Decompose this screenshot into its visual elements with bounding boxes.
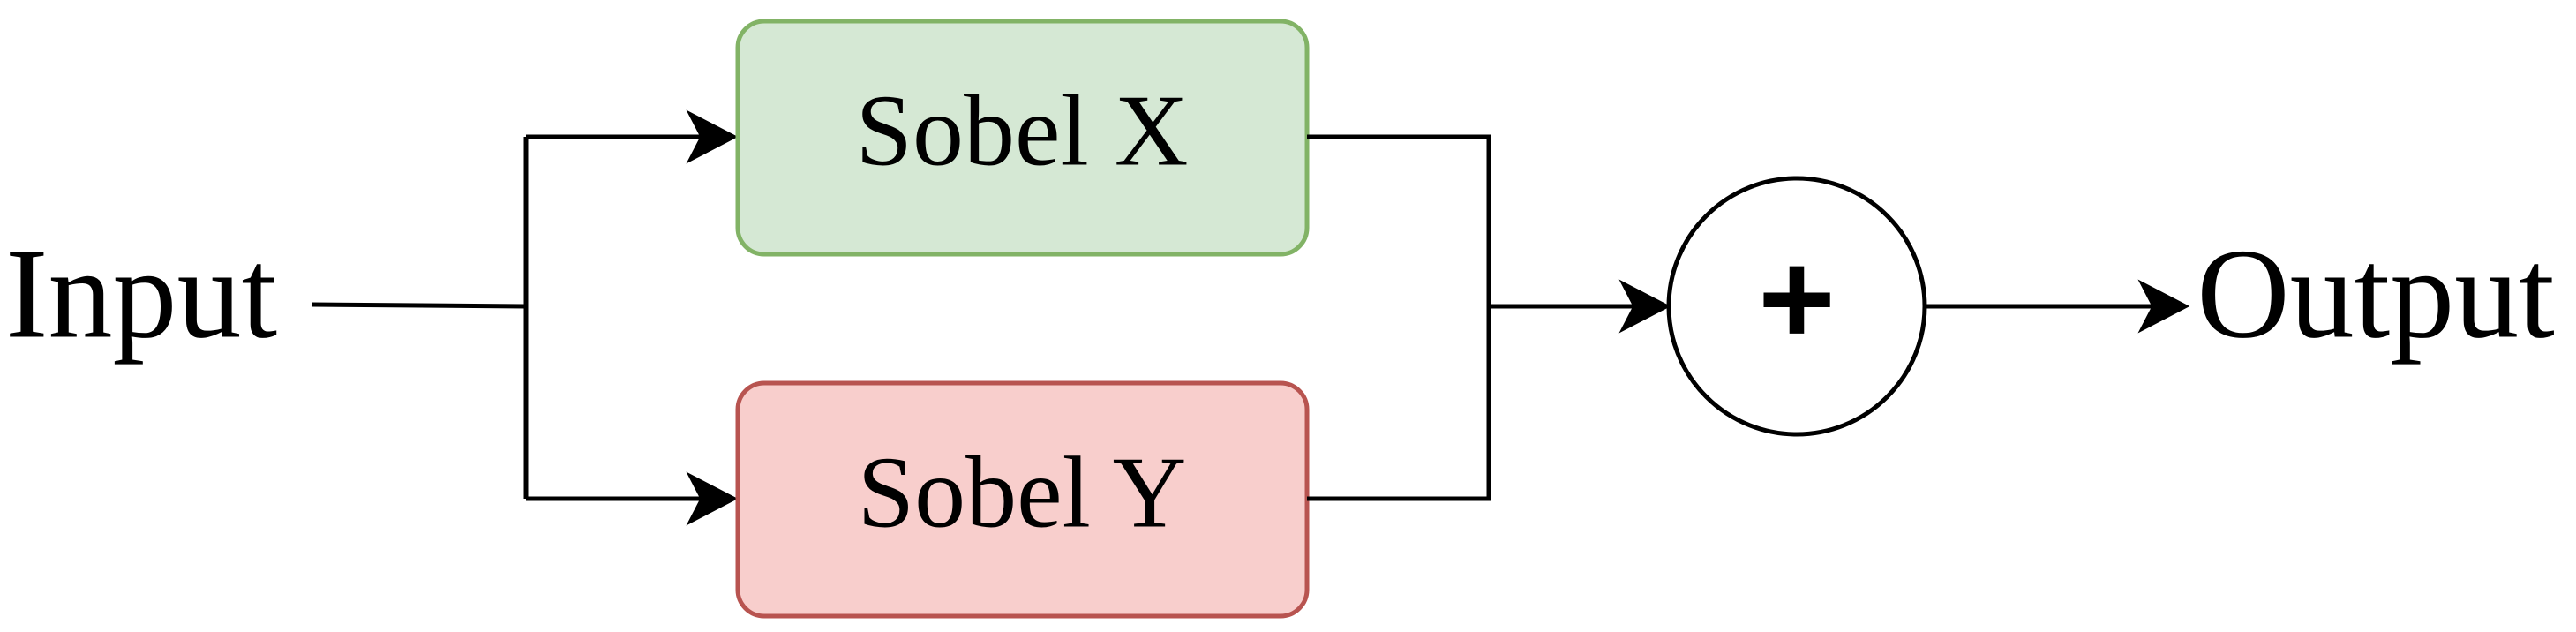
sobel-y-node: Sobel Y bbox=[735, 380, 1310, 619]
sobel-y-label: Sobel Y bbox=[858, 437, 1187, 550]
input-connector bbox=[311, 302, 527, 309]
plus-symbol: + bbox=[1758, 224, 1836, 372]
arrowhead-to-output bbox=[2137, 279, 2190, 334]
sobel-x-label: Sobel X bbox=[856, 75, 1189, 188]
arrowhead-to-sobel-y bbox=[686, 471, 739, 526]
merge-connector bbox=[1307, 134, 1491, 501]
arrowhead-to-sobel-x bbox=[686, 109, 739, 164]
sum-node: + bbox=[1666, 176, 1927, 437]
input-label: Input bbox=[5, 222, 277, 365]
output-label: Output bbox=[2197, 222, 2555, 365]
sobel-x-node: Sobel X bbox=[735, 19, 1310, 257]
arrowhead-to-sum bbox=[1618, 279, 1671, 334]
